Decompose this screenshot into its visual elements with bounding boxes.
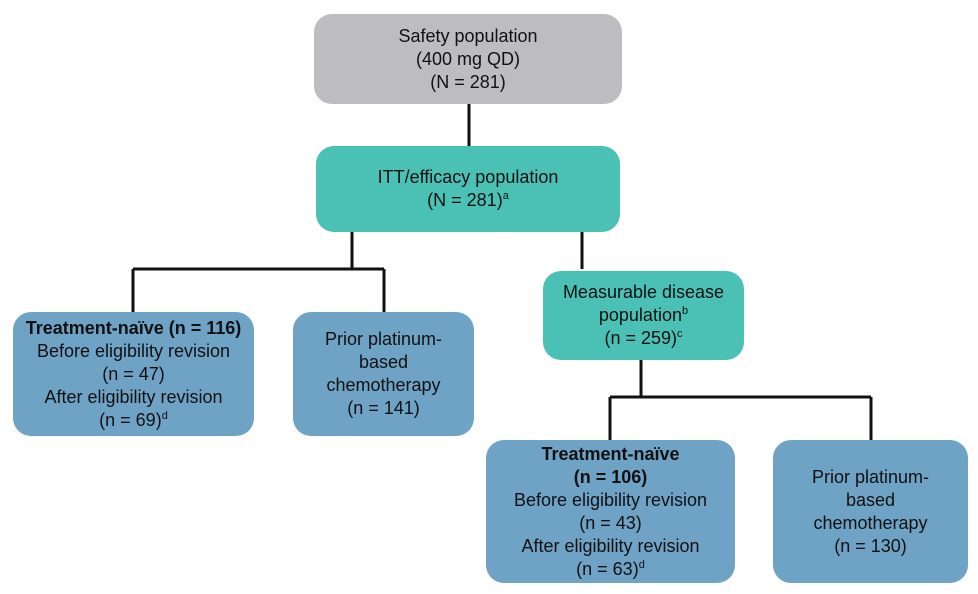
tn-meas-after-line: (n = 63)d — [576, 558, 645, 581]
plat-meas-line1: Prior platinum- — [811, 466, 930, 487]
plat-itt-count: (n = 141) — [347, 398, 420, 418]
tn-meas-title-count: (n = 106) — [573, 466, 648, 487]
tn-itt-after-line: (n = 69)d — [99, 409, 168, 432]
meas-footnote-b: b — [681, 305, 689, 317]
tn-itt-title: Treatment-naïve (n = 116) — [25, 317, 242, 338]
itt-count-line: (N = 281)a — [427, 189, 509, 212]
meas-line2-wrap: populationb — [599, 304, 688, 327]
tn-meas-footnote: d — [638, 558, 645, 571]
prior-platinum-measurable-box: Prior platinum- based chemotherapy (n = … — [773, 440, 968, 583]
tn-itt-footnote: d — [161, 409, 168, 422]
meas-footnote-c: c — [677, 328, 683, 340]
treatment-naive-itt-box: Treatment-naïve (n = 116) Before eligibi… — [13, 312, 254, 436]
plat-meas-line2: based — [845, 489, 896, 510]
tn-meas-after-count: (n = 63) — [576, 558, 639, 579]
prior-platinum-itt-box: Prior platinum- based chemotherapy (n = … — [293, 312, 474, 436]
itt-count: (N = 281) — [427, 190, 503, 210]
itt-footnote: a — [502, 190, 509, 202]
tn-itt-before-count: (n = 47) — [102, 363, 165, 384]
measurable-disease-box: Measurable disease populationb (n = 259)… — [543, 271, 744, 360]
plat-meas-count: (n = 130) — [834, 535, 907, 556]
plat-meas-line3: chemotherapy — [813, 512, 928, 533]
treatment-naive-measurable-box: Treatment-naïve (n = 106) Before eligibi… — [486, 440, 735, 583]
tn-meas-before-label: Before eligibility revision — [513, 489, 708, 510]
safety-dose: (400 mg QD) — [415, 48, 521, 69]
tn-meas-before-count: (n = 43) — [579, 512, 642, 533]
itt-title: ITT/efficacy population — [377, 167, 559, 187]
safety-title: Safety population — [398, 25, 538, 46]
plat-itt-line2: based — [358, 352, 409, 372]
meas-line3-wrap: (n = 259)c — [604, 327, 682, 350]
safety-count: (N = 281) — [430, 71, 506, 92]
itt-population-box: ITT/efficacy population (N = 281)a — [316, 146, 620, 232]
meas-count: (n = 259) — [604, 328, 678, 348]
tn-itt-after-label: After eligibility revision — [44, 386, 223, 407]
tn-itt-after-count: (n = 69) — [99, 409, 162, 430]
meas-line2: population — [598, 305, 682, 325]
plat-itt-line3: chemotherapy — [326, 375, 441, 395]
tn-meas-title: Treatment-naïve — [541, 443, 680, 464]
tn-meas-after-label: After eligibility revision — [521, 535, 700, 556]
tn-itt-before-label: Before eligibility revision — [36, 340, 231, 361]
meas-line1: Measurable disease — [562, 282, 725, 302]
plat-itt-line1: Prior platinum- — [324, 329, 443, 349]
safety-population-box: Safety population (400 mg QD) (N = 281) — [314, 14, 622, 104]
